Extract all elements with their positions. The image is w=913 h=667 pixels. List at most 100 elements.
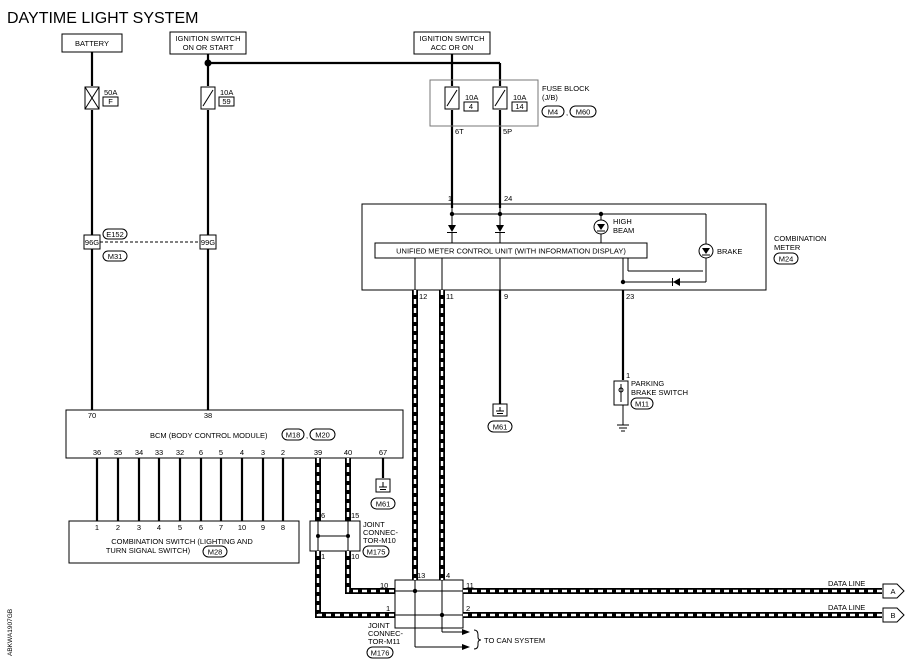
- meter-pin-9: 9: [504, 292, 508, 301]
- combo-pin: 8: [281, 523, 285, 532]
- combo-pin: 4: [157, 523, 161, 532]
- splice-dot: [204, 59, 212, 67]
- joint-connector-m10: 6 15 1 10 JOINT CONNEC- TOR-M10 M175: [309, 511, 399, 561]
- data-line-wires: [315, 290, 882, 618]
- harness-m31: M31: [108, 252, 123, 261]
- m10-pin-10: 10: [351, 552, 359, 561]
- terminal-a-icon: [882, 583, 905, 599]
- m11-label-line1: JOINT: [368, 621, 390, 630]
- bcm-bottom-pin: 3: [261, 448, 265, 457]
- fuse-50a-id: F: [108, 97, 113, 106]
- combo-switch-wires: [95, 458, 285, 521]
- fuse-50a-amp: 50A: [104, 88, 117, 97]
- ignition-on-start-line2: ON OR START: [183, 43, 234, 52]
- bcm-bottom-pin: 35: [114, 448, 122, 457]
- bcm-module: 70 38 BCM (BODY CONTROL MODULE) M18 , M2…: [65, 409, 404, 459]
- battery-box: BATTERY: [61, 33, 123, 53]
- fuse-10a-59-id: 59: [222, 97, 230, 106]
- parking-pin-1: 1: [626, 371, 630, 380]
- ignition-acc-on-line2: ACC OR ON: [431, 43, 474, 52]
- ignition-on-start-line1: IGNITION SWITCH: [176, 34, 241, 43]
- harness-pin-99g: 99G: [201, 238, 215, 247]
- bcm-sep: ,: [306, 431, 308, 440]
- bcm-bottom-pin: 5: [219, 448, 223, 457]
- fuse-50a: 50A F: [84, 86, 119, 110]
- meter-pin-11: 11: [446, 292, 454, 301]
- terminal-b-icon: [882, 607, 905, 623]
- m11-pin-10: 10: [380, 581, 388, 590]
- data-line-terminals: DATA LINE DATA LINE A B: [828, 579, 905, 623]
- bcm-conn-m18: M18: [286, 431, 301, 440]
- high-beam-line1: HIGH: [613, 217, 632, 226]
- parking-conn-m11: M11: [635, 400, 649, 409]
- bcm-ground-m61: M61: [376, 500, 391, 509]
- m10-label-line2: CONNEC-: [363, 528, 399, 537]
- m10-pin-6: 6: [321, 511, 325, 520]
- m11-pin-11: 11: [466, 581, 474, 590]
- fuse-block: 10A 4 10A 14 FUSE BLOCK (J/B) M4 , M60 6…: [429, 79, 597, 136]
- meter-pin-24: 24: [504, 194, 512, 203]
- m10-pin-15: 15: [351, 511, 359, 520]
- harness-connectors: E152 96G 99G M31: [83, 228, 217, 262]
- m10-label-line1: JOINT: [363, 520, 385, 529]
- unified-meter-label: UNIFIED METER CONTROL UNIT (WITH INFORMA…: [396, 247, 626, 256]
- combination-meter: 1 24 COMBINATION METER M24 HIGH BEAM: [361, 194, 826, 301]
- m11-label-line2: CONNEC-: [368, 629, 404, 638]
- bcm-bottom-pin: 33: [155, 448, 163, 457]
- ignition-on-start-box: IGNITION SWITCH ON OR START: [169, 31, 247, 55]
- bcm-pin-38: 38: [204, 411, 212, 420]
- ignition-acc-on-box: IGNITION SWITCH ACC OR ON: [413, 31, 491, 55]
- bcm-pin-39: 39: [314, 448, 322, 457]
- combo-label-line1: COMBINATION SWITCH (LIGHTING AND: [111, 537, 253, 546]
- bcm-ground: M61: [370, 458, 396, 510]
- m11-pin-2: 2: [466, 604, 470, 613]
- fuse-block-conn-m4: M4: [548, 108, 558, 117]
- meter-label-line2: METER: [774, 243, 801, 252]
- meter-ground-m61: M61: [493, 423, 508, 432]
- meter-conn-m24: M24: [779, 255, 794, 264]
- meter-pin-1: 1: [448, 194, 452, 203]
- m11-label-line3: TOR-M11: [368, 637, 400, 646]
- bcm-bottom-pin: 34: [135, 448, 143, 457]
- fuse-block-sub: (J/B): [542, 93, 558, 102]
- high-beam-line2: BEAM: [613, 226, 634, 235]
- harness-e152: E152: [106, 230, 124, 239]
- bcm-bottom-pin: 2: [281, 448, 285, 457]
- meter-label-line1: COMBINATION: [774, 234, 826, 243]
- fuse-block-label: FUSE BLOCK: [542, 84, 590, 93]
- harness-pin-96g: 96G: [85, 238, 99, 247]
- terminal-a-id: A: [890, 587, 895, 596]
- data-line-b-label: DATA LINE: [828, 603, 865, 612]
- fuse-10a-59: 10A 59: [200, 86, 235, 110]
- bcm-bottom-pin: 36: [93, 448, 101, 457]
- fuse-10a-4-id: 4: [469, 102, 473, 111]
- m11-pin-13: 13: [417, 571, 425, 580]
- parking-label-line1: PARKING: [631, 379, 664, 388]
- bcm-bottom-pin: 32: [176, 448, 184, 457]
- unified-meter-control-unit: [374, 242, 648, 259]
- combo-pin: 3: [137, 523, 141, 532]
- fuse-10a-14-amp: 10A: [513, 93, 526, 102]
- combo-label-line2: TURN SIGNAL SWITCH): [106, 546, 191, 555]
- ignition-acc-on-line1: IGNITION SWITCH: [420, 34, 485, 43]
- fuse-block-conn-m60: M60: [576, 108, 591, 117]
- side-code: ABKWA1907GB: [7, 609, 14, 656]
- m11-pin-4: 4: [446, 571, 450, 580]
- bcm-pin-67: 67: [379, 448, 387, 457]
- m11-conn-m176: M176: [371, 649, 390, 658]
- m11-pin-1: 1: [386, 604, 390, 613]
- parking-label-line2: BRAKE SWITCH: [631, 388, 688, 397]
- diagram-title: DAYTIME LIGHT SYSTEM: [7, 10, 198, 27]
- combo-pin: 7: [219, 523, 223, 532]
- combo-pin: 9: [261, 523, 265, 532]
- combo-conn-m28: M28: [208, 548, 223, 557]
- combo-pin: 6: [199, 523, 203, 532]
- m10-conn-m175: M175: [367, 548, 386, 557]
- meter-pin-12: 12: [419, 292, 427, 301]
- diode-icon: [673, 278, 680, 286]
- bcm-pin-70: 70: [88, 411, 96, 420]
- can-system-lines: TO CAN SYSTEM: [414, 628, 545, 650]
- terminal-b-id: B: [890, 611, 895, 620]
- bcm-label: BCM (BODY CONTROL MODULE): [150, 431, 268, 440]
